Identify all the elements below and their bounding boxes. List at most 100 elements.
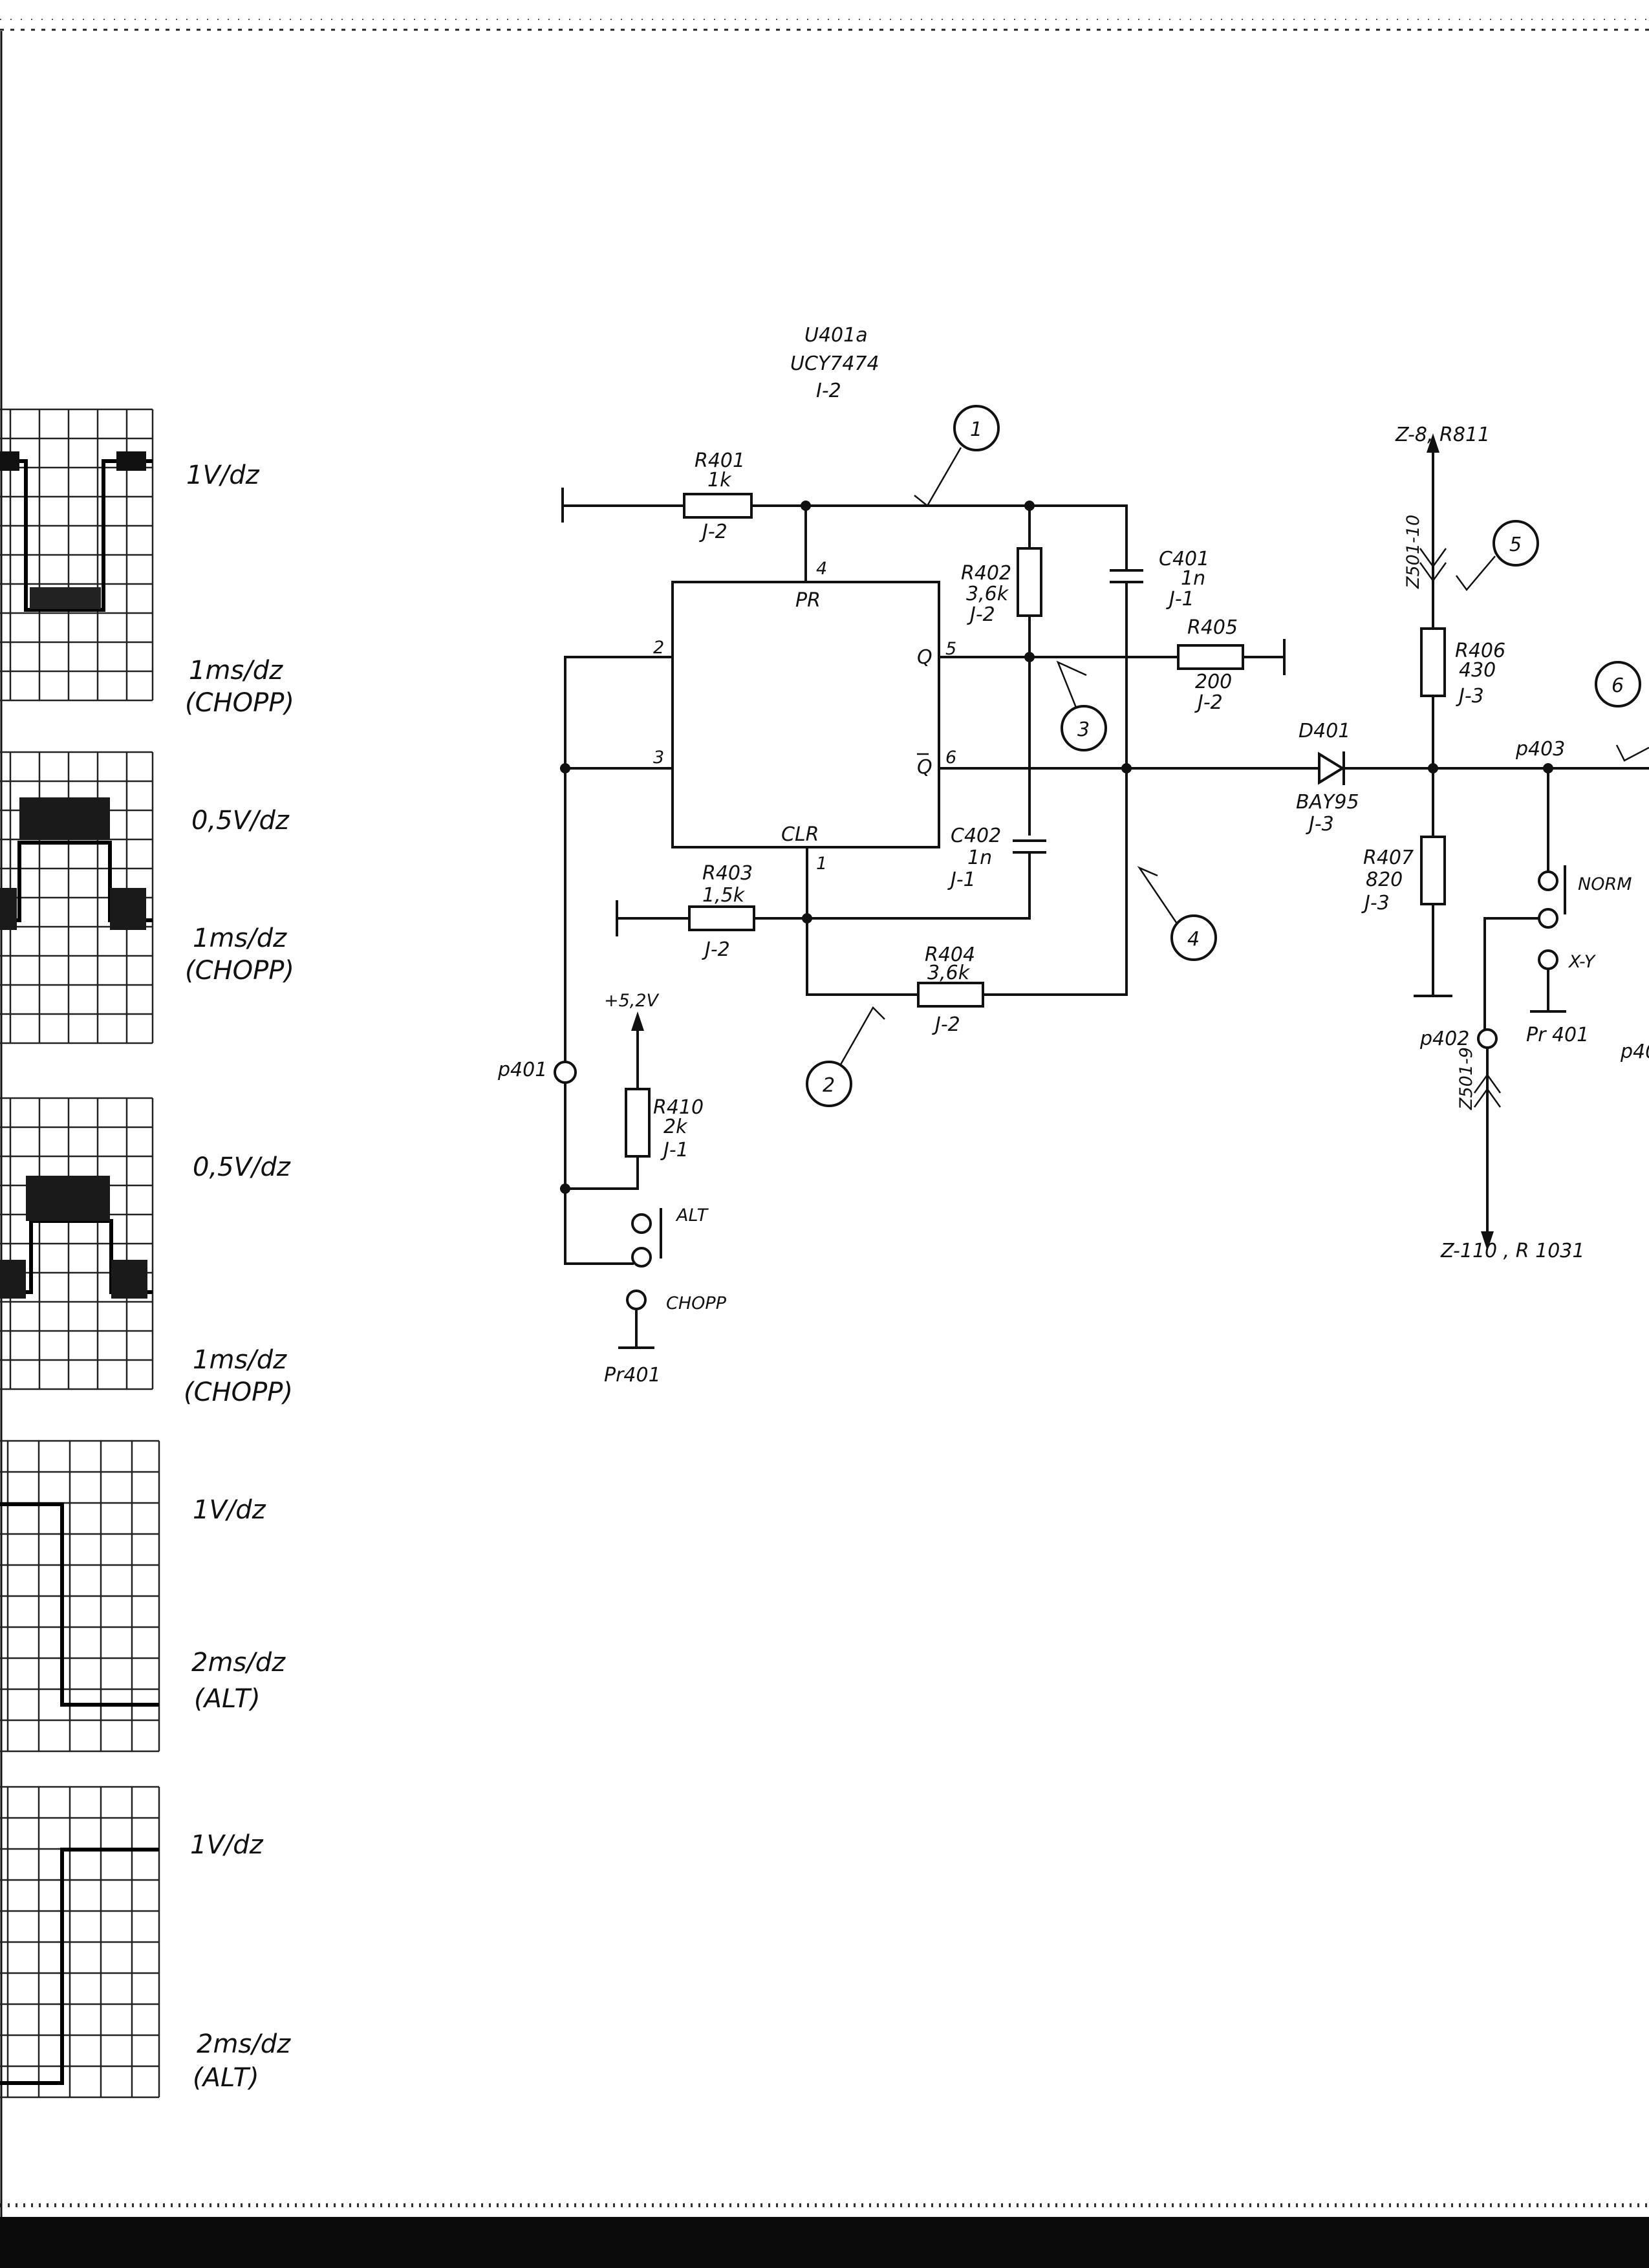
r406-value: 430 [1459, 659, 1496, 682]
r405-value: 200 [1195, 671, 1232, 693]
svg-text:4: 4 [1187, 928, 1200, 951]
c401-loc: J-1 [1166, 588, 1194, 610]
r402 [1017, 504, 1042, 836]
c402-ref: C402 [951, 825, 1001, 847]
scope-panel-5 [0, 1786, 160, 2099]
callout-2: 2 [806, 1006, 885, 1107]
c402-value: 1n [967, 847, 992, 869]
top-ref-label: Z-8, R811 [1395, 424, 1490, 446]
pr401-left-label: Pr401 [604, 1364, 661, 1387]
q-output-wiring [938, 639, 1286, 675]
r407-value: 820 [1366, 869, 1403, 891]
clr-wiring [616, 846, 1128, 1008]
r404-loc: J-2 [932, 1013, 960, 1036]
scope-4-volts: 1V/dz [193, 1495, 266, 1525]
r410-loc: J-1 [660, 1139, 689, 1161]
c402-loc: J-1 [947, 869, 976, 891]
ic-ref: U401a [804, 324, 868, 347]
ic-pin-pr-label: PR [795, 589, 821, 612]
scope-1-time: 1ms/dz [189, 656, 283, 686]
svg-text:5: 5 [1509, 534, 1522, 556]
callout-4: 4 [1137, 866, 1217, 961]
p40-cut-label: p40 [1620, 1041, 1649, 1063]
z501-bottom-label: Z501-9 [1456, 1047, 1476, 1110]
d401 [1313, 751, 1649, 785]
svg-text:1: 1 [970, 418, 982, 441]
r405-loc: J-2 [1194, 691, 1223, 714]
r401-wiring [561, 488, 1128, 583]
ic-pin-q-label: Q [917, 646, 932, 669]
scan-edge-bottom [0, 2217, 1649, 2268]
p403-label: p403 [1515, 738, 1565, 761]
p401-label: p401 [497, 1059, 547, 1081]
scope-3-volts: 0,5V/dz [193, 1152, 291, 1182]
alt-label: ALT [675, 1205, 709, 1226]
callout-3: 3 [1056, 660, 1107, 751]
callout-5: 5 [1455, 520, 1539, 592]
norm-label: NORM [1578, 874, 1632, 894]
r410-value: 2k [663, 1116, 688, 1138]
r407-ref: R407 [1363, 847, 1414, 869]
scope-5-volts: 1V/dz [190, 1830, 264, 1860]
scope-4-mode: (ALT) [194, 1684, 261, 1714]
ic-body [671, 581, 940, 848]
pin-3: 3 [653, 748, 664, 768]
d401-ref: D401 [1299, 720, 1350, 742]
scope-panel-4 [0, 1440, 160, 1753]
ic-location: I-2 [816, 380, 841, 402]
d401-value: BAY95 [1296, 791, 1359, 814]
scope-3-mode: (CHOPP) [184, 1377, 293, 1407]
chopp-label: CHOPP [666, 1293, 727, 1313]
callout-6: 6 [1595, 661, 1649, 762]
scope-1-volts: 1V/dz [186, 460, 260, 490]
pin-5: 5 [945, 639, 956, 659]
r404-ref: R404 [925, 944, 975, 966]
callout-1: 1 [914, 405, 1000, 507]
r402-value: 3,6k [966, 583, 1009, 605]
scope-5-mode: (ALT) [193, 2063, 259, 2093]
r405-ref: R405 [1187, 616, 1238, 639]
ic-pin-clr-label: CLR [781, 823, 819, 846]
mode-switch [1473, 763, 1566, 1251]
scope-trace-5 [0, 1848, 159, 2085]
ic-pin-qbar-label: Q [917, 756, 932, 779]
scan-edge-top [0, 0, 1649, 31]
r406-loc: J-3 [1456, 685, 1484, 707]
scope-panel-1 [0, 408, 154, 702]
pin-2: 2 [653, 638, 664, 658]
r406-ref: R406 [1455, 640, 1505, 662]
z501-top-label: Z501-10 [1403, 515, 1423, 589]
bottom-ref-label: Z-110 , R 1031 [1440, 1240, 1584, 1262]
scope-2-time: 1ms/dz [193, 923, 287, 953]
scope-1-mode: (CHOPP) [185, 688, 294, 718]
d401-loc: J-3 [1306, 813, 1334, 836]
c402 [806, 839, 1046, 920]
r401-value: 1k [707, 469, 732, 491]
pin-4: 4 [816, 559, 827, 579]
r403-value: 1,5k [702, 884, 746, 907]
p402-label: p402 [1419, 1028, 1469, 1050]
scope-5-time: 2ms/dz [197, 2029, 291, 2059]
r407-loc: J-3 [1361, 892, 1390, 914]
r406-r407-branch [1414, 433, 1452, 997]
scope-4-time: 2ms/dz [191, 1648, 286, 1678]
supply-label: +5,2V [604, 991, 660, 1011]
r402-ref: R402 [961, 562, 1011, 585]
r402-loc: J-2 [967, 603, 995, 626]
scope-2-volts: 0,5V/dz [191, 806, 290, 836]
r403-ref: R403 [702, 862, 753, 885]
pin-6: 6 [945, 748, 956, 768]
r401-loc: J-2 [699, 521, 727, 543]
r403-loc: J-2 [702, 938, 730, 961]
svg-text:6: 6 [1611, 675, 1624, 697]
xy-label: X-Y [1568, 952, 1597, 972]
svg-text:2: 2 [823, 1074, 835, 1097]
pin-1: 1 [816, 854, 827, 874]
input-wiring [554, 656, 674, 1349]
scope-trace-4 [0, 1502, 159, 1707]
scope-2-mode: (CHOPP) [185, 956, 294, 986]
pr401-right-label: Pr 401 [1526, 1024, 1589, 1046]
r401-ref: R401 [695, 449, 745, 472]
c401-ref: C401 [1159, 548, 1209, 570]
